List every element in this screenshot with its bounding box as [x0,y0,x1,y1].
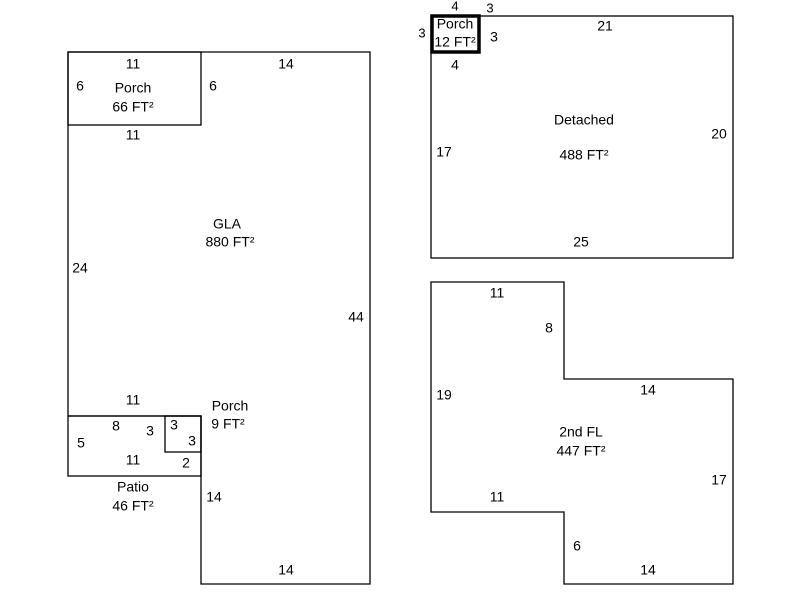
gla-dim-right: 44 [348,309,364,325]
detached-label: Detached [554,112,614,128]
patio-dim-right: 2 [182,455,190,471]
porch-top-dim-right: 6 [209,78,217,94]
porch-detached-section: 3 4 3 Porch 12 FT² [418,0,494,54]
patio-dim-top: 8 [112,418,120,434]
second-floor-dim-top: 11 [490,285,505,301]
second-floor-dim-left: 19 [436,387,452,403]
porch-top-dim-top: 11 [126,56,141,72]
detached-area: 488 FT² [559,147,608,163]
patio-dim-left: 5 [77,435,85,451]
patio-section: Patio 46 FT² 8 5 3 11 2 [67,415,202,514]
detached-section: Detached 488 FT² 21 17 20 25 3 4 [430,15,734,259]
porch-detached-outline [430,14,481,54]
porch-top-dim-bottom: 11 [126,127,141,143]
second-floor-dim-bottom: 14 [640,562,656,578]
porch-top-dim-left: 6 [76,78,84,94]
second-floor-dim-right: 17 [711,472,727,488]
porch-small-dim-a: 3 [170,417,178,433]
gla-dim-left: 24 [72,260,88,276]
porch-top-area: 66 FT² [112,99,154,115]
second-floor-dim-lower-left: 11 [490,489,505,505]
gla-dim-inner: 14 [206,489,222,505]
porch-small-label: Porch [212,398,249,414]
porch-detached-dim-right: 3 [486,0,493,15]
detached-dim-top: 21 [597,18,613,34]
second-floor-label: 2nd FL [559,424,603,440]
second-floor-dim-upper-right: 14 [640,382,656,398]
patio-area: 46 FT² [112,498,154,514]
porch-detached-dim-left: 3 [418,25,425,40]
porch-small-dim-b: 3 [188,433,196,449]
second-floor-dim-lower-step: 6 [573,538,581,554]
porch-top-label: Porch [115,80,152,96]
second-floor-area: 447 FT² [556,443,605,459]
gla-dim-bottom: 14 [278,562,294,578]
detached-dim-porch-side: 3 [490,29,498,45]
second-floor-dim-step: 8 [545,320,553,336]
second-floor-outline [430,281,734,585]
porch-small-outline [164,415,202,453]
second-floor-section: 2nd FL 447 FT² 11 8 19 14 17 11 6 14 [430,281,734,585]
detached-dim-right: 20 [711,126,727,142]
porch-small-section: Porch 9 FT² 3 3 [164,398,249,453]
detached-dim-left: 17 [436,144,452,160]
porch-detached-label: Porch [437,16,474,32]
patio-dim-bottom: 11 [126,452,141,468]
gla-dim-lower: 11 [126,392,141,408]
gla-area: 880 FT² [205,234,254,250]
detached-dim-porch-bottom: 4 [451,57,459,73]
detached-outline [430,15,734,259]
patio-dim-notch: 3 [146,423,154,439]
porch-small-area: 9 FT² [211,416,245,432]
porch-top-outline [67,51,202,126]
porch-detached-dim-mid: 4 [451,0,458,13]
patio-label: Patio [117,479,149,495]
porch-detached-area: 12 FT² [434,34,476,50]
detached-dim-bottom: 25 [573,234,589,250]
gla-dim-top: 14 [278,56,294,72]
porch-top-section: Porch 66 FT² 11 6 6 11 [67,51,217,143]
gla-label: GLA [213,216,242,232]
